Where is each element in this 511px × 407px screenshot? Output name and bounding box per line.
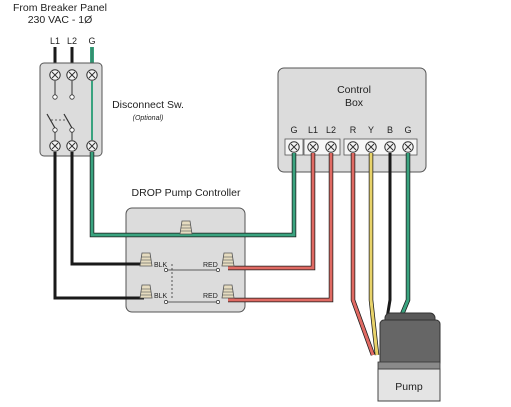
- controller-label-blk-bottom: BLK: [154, 293, 168, 300]
- pump-label: Pump: [395, 381, 423, 393]
- blk-wirenut-top: [139, 252, 153, 267]
- source-voltage: 230 VAC - 1Ø: [28, 14, 93, 26]
- disconnect-note: (Optional): [133, 115, 164, 122]
- ground-wirenut: [179, 220, 193, 235]
- red-wirenut-top: [221, 252, 235, 267]
- control-box-terminal-l1: L1: [308, 125, 318, 135]
- control-box-terminal-r: R: [350, 125, 357, 135]
- controller-label-red-top: RED: [203, 262, 218, 269]
- source-terminal-g: G: [88, 36, 95, 46]
- blk-wirenut-bottom: [139, 284, 153, 299]
- red-wirenut-bottom: [221, 284, 235, 299]
- control-box-terminal-g-in: G: [290, 125, 297, 135]
- pump-icon: [377, 312, 441, 402]
- control-box-terminal-y: Y: [368, 125, 374, 135]
- controller-title: DROP Pump Controller: [132, 187, 241, 199]
- source-terminal-l2: L2: [67, 36, 77, 46]
- source-terminal-l1: L1: [50, 36, 60, 46]
- control-box-title-1: Control: [337, 84, 371, 96]
- control-box-terminal-g-out: G: [404, 125, 411, 135]
- disconnect-label: Disconnect Sw.: [112, 99, 184, 111]
- control-box-terminal-l2: L2: [326, 125, 336, 135]
- control-box-terminal-b: B: [387, 125, 393, 135]
- control-box-title-2: Box: [345, 97, 364, 109]
- source-title: From Breaker Panel: [13, 2, 107, 14]
- controller-label-red-bottom: RED: [203, 293, 218, 300]
- controller-label-blk-top: BLK: [154, 262, 168, 269]
